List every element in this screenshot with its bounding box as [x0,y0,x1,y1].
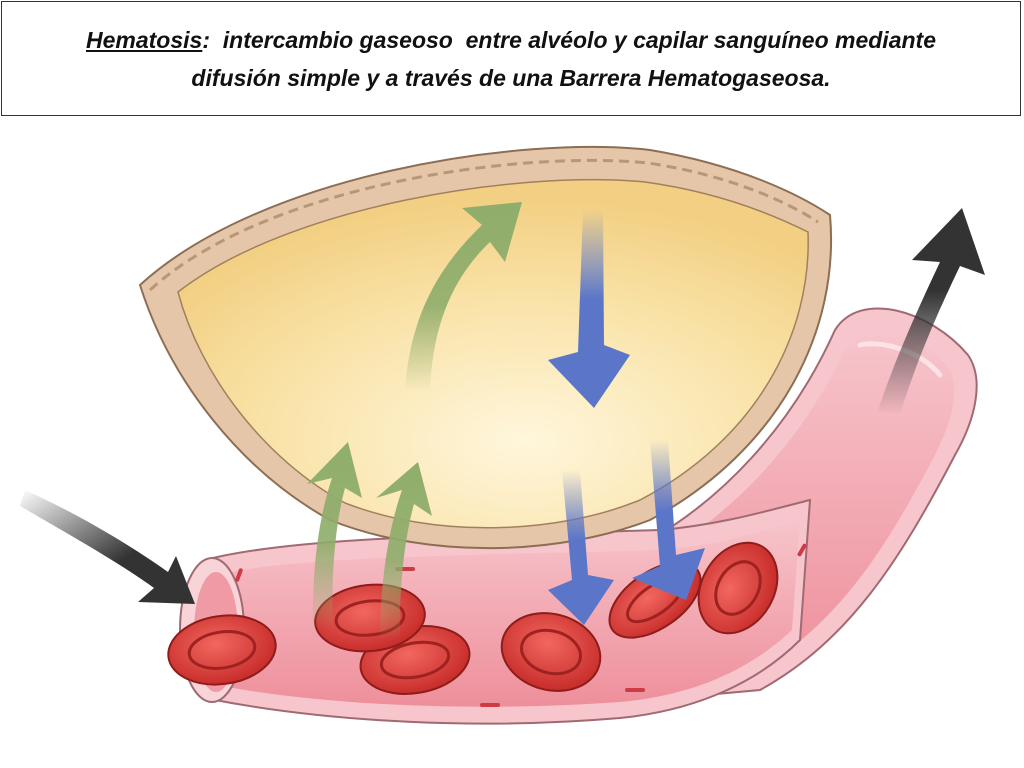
title-line-1-rest: : intercambio gaseoso entre alvéolo y ca… [202,26,936,53]
co2-arrows [307,202,522,640]
alveolus-wall-texture [148,158,819,292]
blood-flow-arrows [20,208,985,604]
blood-flow-in-arrow [20,490,195,604]
co2-arrow-large [405,202,522,392]
co2-arrow-left [307,442,362,630]
o2-arrows [548,210,705,625]
o2-arrow-right [632,440,705,600]
title-box: Hematosis: intercambio gaseoso entre alv… [1,1,1021,116]
o2-arrow-left [548,470,614,625]
title-line-1: Hematosis: intercambio gaseoso entre alv… [86,21,936,59]
title-line-2: difusión simple y a través de una Barrer… [191,64,831,91]
red-blood-cell [500,612,602,692]
hematosis-diagram [20,145,985,725]
co2-arrow-right [376,462,432,640]
o2-arrow-large [548,210,630,408]
title-term: Hematosis [86,26,203,53]
red-blood-cell [697,541,779,635]
red-blood-cell [167,614,277,686]
blood-flow-out-arrow [878,208,985,415]
red-blood-cells [167,541,779,695]
